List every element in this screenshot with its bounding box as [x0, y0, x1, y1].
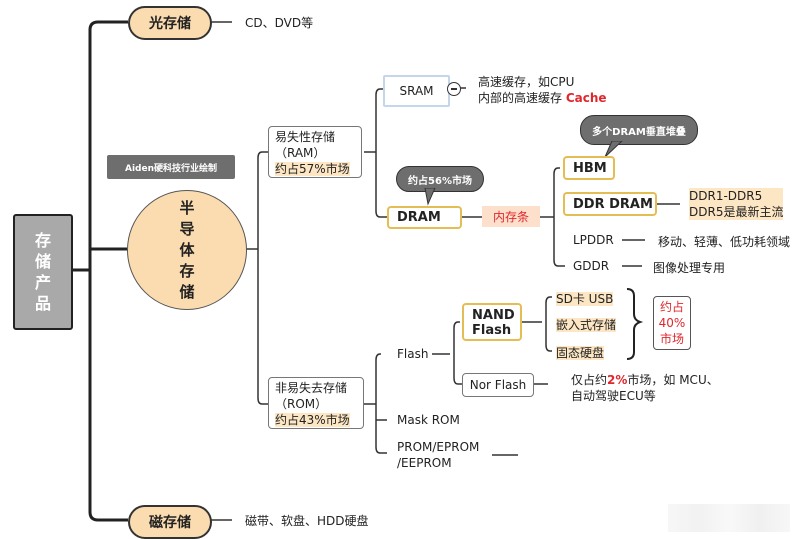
- sram-desc-line2: 内部的高速缓存: [478, 91, 566, 105]
- rom-subtitle: （ROM）: [275, 397, 328, 411]
- nand-label-line1: NAND: [472, 308, 515, 323]
- dram-share-callout: 约占56%市场: [396, 166, 484, 192]
- magnetic-storage-label: 磁存储: [149, 515, 191, 531]
- root-char: 品: [34, 294, 51, 313]
- sram-desc-line1: 高速缓存，如CPU: [478, 75, 575, 89]
- sram-node[interactable]: SRAM: [383, 75, 450, 107]
- brace-icon: [626, 288, 644, 360]
- semiconductor-node[interactable]: 半 导 体 存 储: [127, 190, 247, 310]
- optical-storage-label: 光存储: [149, 16, 191, 32]
- nand-share-box: 约占 40% 市场: [653, 296, 691, 350]
- sram-label: SRAM: [399, 84, 434, 98]
- dram-label: DRAM: [397, 210, 441, 225]
- nand-item[interactable]: SD卡 USB: [556, 292, 614, 306]
- root-node[interactable]: 存 储 产 品: [13, 214, 73, 330]
- nor-desc-suffix: 市场，如 MCU、: [627, 373, 719, 387]
- root-char: 产: [34, 273, 51, 292]
- lpddr-desc: 移动、轻薄、低功耗领域: [658, 235, 791, 249]
- nand-share-text: 约占: [659, 300, 684, 314]
- dram-alias: 内存条: [482, 206, 540, 227]
- prom-node[interactable]: PROM/EPROM /EEPROM: [397, 439, 479, 471]
- semiconductor-char: 半: [179, 198, 195, 217]
- gddr-node[interactable]: GDDR: [573, 259, 610, 273]
- nor-share-highlight: 2%: [607, 373, 628, 387]
- nand-item[interactable]: 固态硬盘: [556, 346, 605, 360]
- author-label: Aiden硬科技行业绘制: [107, 155, 235, 179]
- hbm-callout: 多个DRAM垂直堆叠: [580, 115, 698, 145]
- magnetic-storage-node[interactable]: 磁存储: [128, 505, 212, 539]
- flash-node[interactable]: Flash: [397, 347, 429, 361]
- nand-branch: [545, 296, 552, 352]
- dram-share-text: 约占56%市场: [408, 175, 472, 187]
- callout-pointer-icon: [424, 188, 436, 206]
- ddr-dram-label: DDR DRAM: [573, 196, 653, 212]
- nand-label-line2: Flash: [472, 323, 512, 338]
- optical-storage-node[interactable]: 光存储: [128, 6, 212, 40]
- rom-branch: [375, 353, 387, 454]
- flash-branch: [453, 321, 462, 385]
- rom-share: 约占43%市场: [275, 413, 350, 427]
- semiconductor-char: 储: [179, 282, 195, 301]
- collapse-icon[interactable]: [447, 82, 461, 96]
- hbm-label: HBM: [573, 160, 607, 176]
- cache-highlight: Cache: [565, 91, 607, 105]
- nor-flash-label: Nor Flash: [469, 378, 527, 392]
- rom-node[interactable]: 非易失去存储 （ROM） 约占43%市场: [268, 377, 364, 429]
- root-char: 存: [34, 231, 51, 250]
- ram-node[interactable]: 易失性存储 （RAM） 约占57%市场: [268, 126, 362, 178]
- semi-branch: [257, 151, 268, 405]
- main-trunk: [88, 20, 128, 522]
- nor-desc: 仅占约2%市场，如 MCU、 自动驾驶ECU等: [571, 372, 719, 404]
- nor-desc-prefix: 仅占约: [571, 373, 608, 387]
- ddr-desc-line2: DDR5是最新主流: [689, 205, 784, 219]
- root-char: 储: [34, 252, 51, 271]
- nand-share-text: 40%: [658, 316, 686, 330]
- ddr-desc: DDR1-DDR5 DDR5是最新主流: [689, 188, 784, 220]
- ram-share: 约占57%市场: [275, 162, 350, 176]
- dram-node[interactable]: DRAM: [387, 206, 462, 229]
- nand-flash-node[interactable]: NAND Flash: [462, 303, 522, 341]
- ram-branch: [375, 88, 387, 218]
- sram-desc: 高速缓存，如CPU 内部的高速缓存 Cache: [478, 74, 607, 106]
- prom-line2: /EEPROM: [397, 456, 452, 470]
- hbm-node[interactable]: HBM: [563, 156, 615, 180]
- nand-item[interactable]: 嵌入式存储: [556, 318, 617, 332]
- semiconductor-char: 体: [179, 240, 195, 259]
- nor-desc-line2: 自动驾驶ECU等: [571, 389, 656, 403]
- watermark: [668, 504, 790, 532]
- hbm-callout-text: 多个DRAM垂直堆叠: [592, 126, 686, 138]
- callout-pointer-icon: [604, 141, 623, 158]
- dram-branch: [553, 167, 565, 267]
- nand-share-text: 市场: [659, 332, 684, 346]
- ram-subtitle: （RAM）: [275, 146, 326, 160]
- rom-title: 非易失去存储: [275, 381, 348, 395]
- magnetic-desc: 磁带、软盘、HDD硬盘: [245, 514, 369, 528]
- ddr-dram-node[interactable]: DDR DRAM: [563, 192, 657, 216]
- mask-rom-node[interactable]: Mask ROM: [397, 413, 460, 427]
- semiconductor-char: 存: [179, 261, 195, 280]
- lpddr-node[interactable]: LPDDR: [573, 233, 614, 247]
- prom-line1: PROM/EPROM: [397, 440, 480, 454]
- ddr-desc-line1: DDR1-DDR5: [689, 189, 763, 203]
- nor-flash-node[interactable]: Nor Flash: [462, 373, 534, 397]
- gddr-desc: 图像处理专用: [653, 261, 726, 275]
- ram-title: 易失性存储: [275, 130, 336, 144]
- semiconductor-char: 导: [179, 219, 195, 238]
- optical-desc: CD、DVD等: [245, 16, 314, 30]
